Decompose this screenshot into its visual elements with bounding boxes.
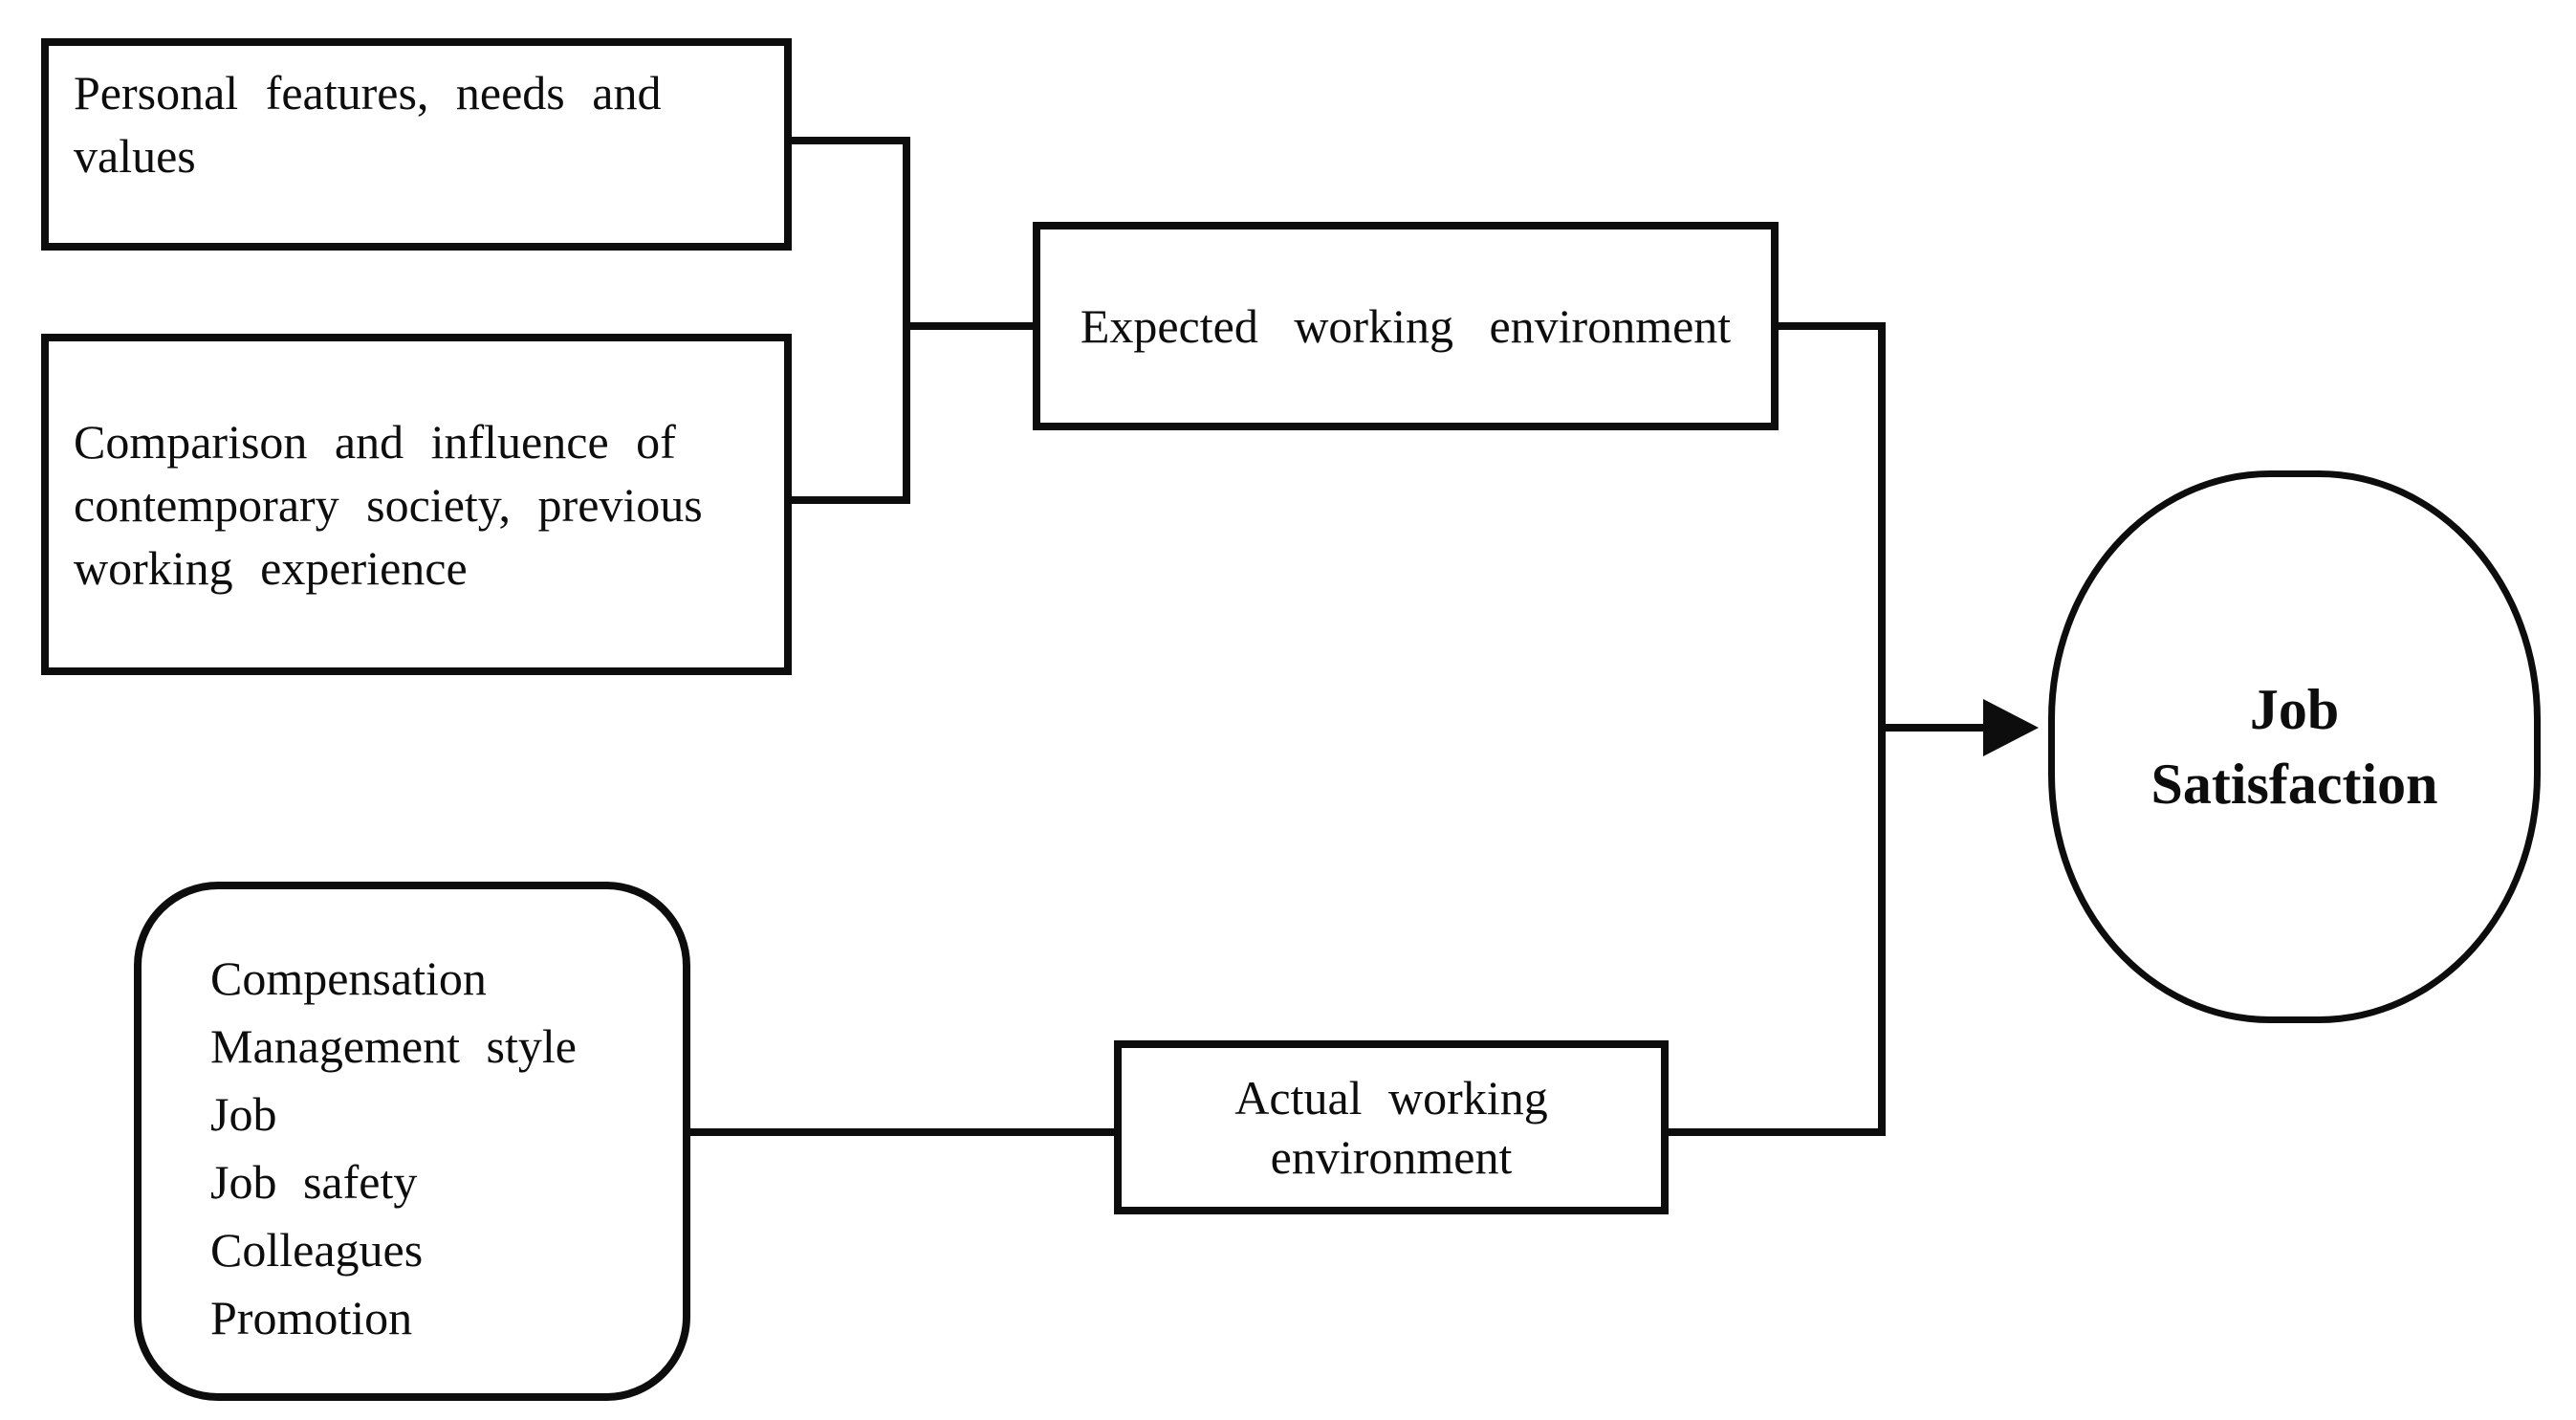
text-line: contemporary society, previous [74, 477, 703, 532]
connector-comparison-to-bracket [792, 496, 908, 504]
text-line: Personal features, needs and [74, 66, 662, 120]
factor-item: Job safety [210, 1155, 418, 1209]
connector-bracket-vertical [903, 137, 910, 504]
arrowhead-icon [1983, 699, 2039, 756]
factor-item: Promotion [210, 1291, 413, 1344]
arrow-shaft [1886, 724, 1983, 732]
expected-working-environment-box: Expected working environment [1033, 222, 1779, 430]
factor-item: Colleagues [210, 1223, 424, 1277]
personal-features-box: Personal features, needs and values [41, 38, 792, 251]
job-factors-box: Compensation Management style Job Job sa… [134, 882, 690, 1401]
factor-item: Compensation [210, 951, 487, 1005]
connector-factors-to-actual [690, 1128, 1114, 1136]
text-line: Job [2249, 678, 2340, 741]
text-line: Comparison and influence of [74, 414, 676, 469]
connector-bracket-to-expected [910, 322, 1033, 330]
text-line: Actual working [1234, 1071, 1548, 1125]
text-line: Satisfaction [2150, 753, 2438, 816]
job-satisfaction-node: Job Satisfaction [2048, 470, 2541, 1023]
connector-actual-to-trunk [1669, 1128, 1886, 1136]
factor-item: Job [210, 1087, 277, 1141]
text-line: environment [1270, 1130, 1513, 1184]
actual-working-environment-box: Actual working environment [1114, 1040, 1669, 1214]
text-line: working experience [74, 540, 468, 595]
comparison-influence-box: Comparison and influence of contemporary… [41, 334, 792, 675]
text-line: values [74, 129, 196, 183]
connector-trunk-vertical [1878, 322, 1886, 1136]
connector-personal-to-bracket [792, 137, 908, 144]
connector-expected-to-trunk [1779, 322, 1886, 330]
text-line: Expected working environment [1080, 299, 1732, 353]
factor-item: Management style [210, 1019, 577, 1073]
